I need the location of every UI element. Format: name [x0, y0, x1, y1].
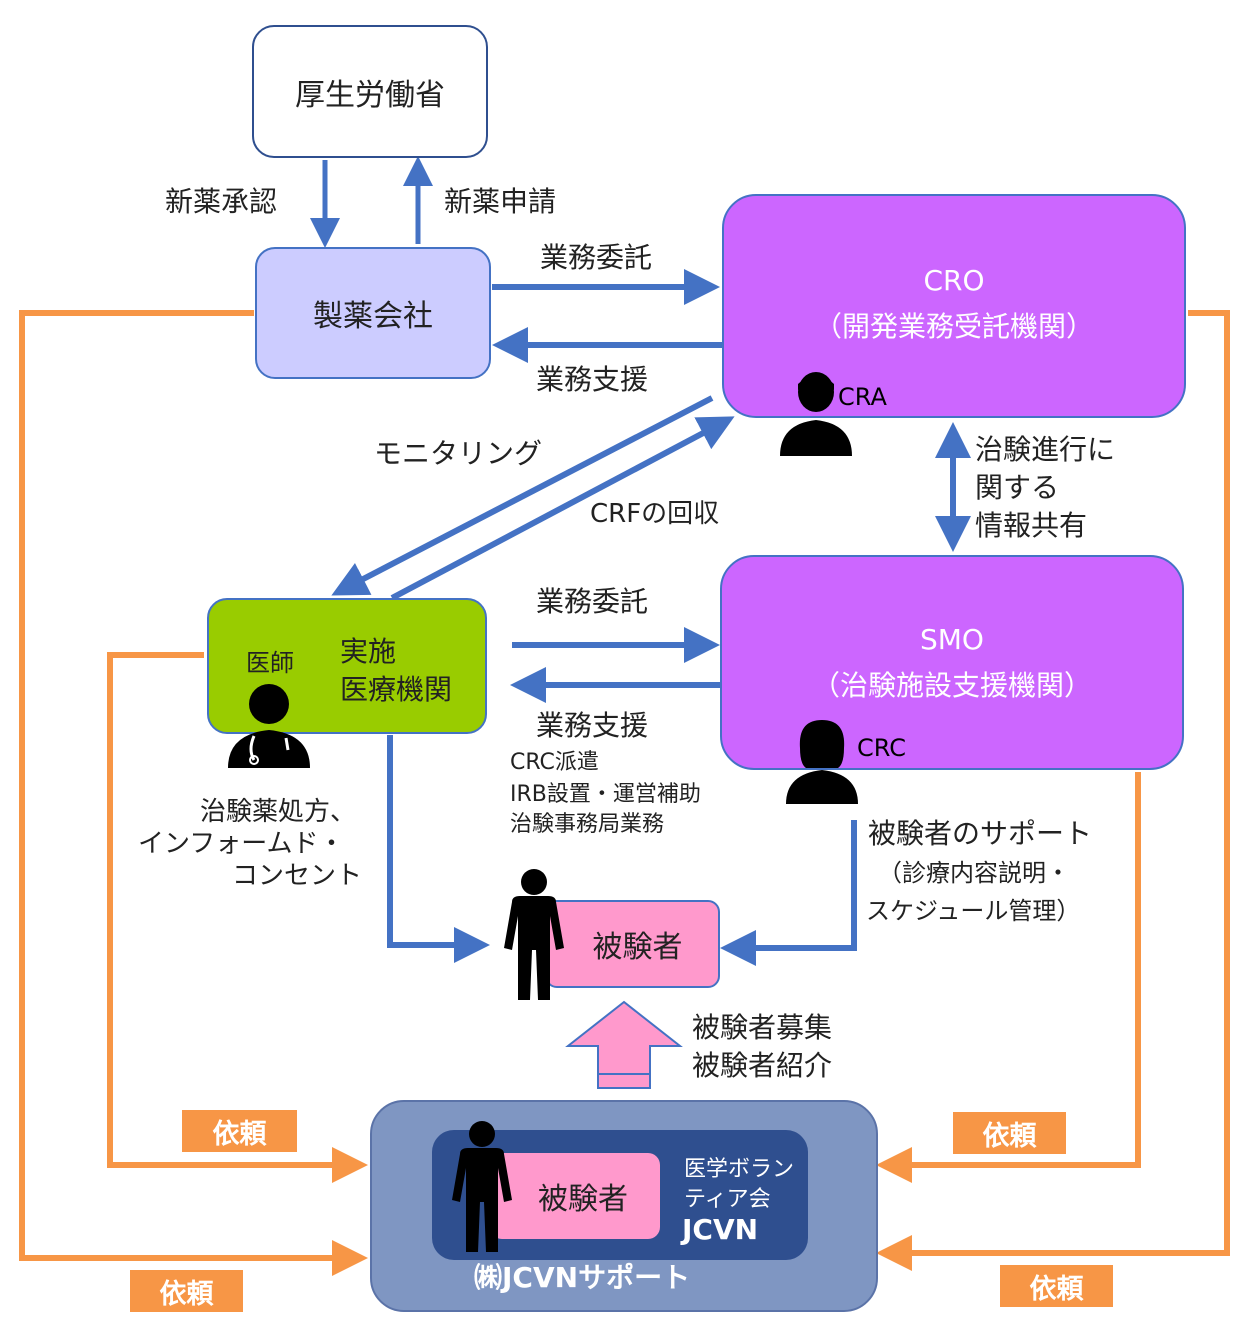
jcvn-vol-3: JCVN — [682, 1213, 759, 1246]
label-approval: 新薬承認 — [165, 185, 278, 218]
jcvn-support-label: ㈱JCVNサポート — [474, 1261, 691, 1294]
subject-person-icon — [504, 869, 564, 1000]
label-crf: CRFの回収 — [590, 499, 720, 529]
label-monitoring: モニタリング — [374, 437, 543, 470]
label-smo-subj-2: （診療内容説明・ — [878, 859, 1070, 887]
arrow-crf — [390, 416, 735, 601]
jcvn-subject-person-icon — [452, 1121, 512, 1252]
request-site — [107, 652, 368, 1183]
crc-label: CRC — [857, 734, 906, 762]
label-support-top: 業務支援 — [536, 363, 649, 396]
label-smo-subj-1: 被験者のサポート — [868, 817, 1093, 850]
node-mhlw: 厚生労働省 — [252, 25, 488, 158]
label-support-mid: 業務支援 — [536, 709, 649, 742]
node-subject: 被験者 — [545, 900, 720, 988]
label-info-3: 情報共有 — [975, 509, 1088, 542]
jcvn-vol-1: 医学ボラン — [684, 1157, 795, 1182]
site-label-1: 実施 — [340, 635, 397, 668]
jcvn-subject-label: 被験者 — [538, 1182, 628, 1217]
arrow-site-to-subject — [387, 735, 490, 963]
cro-subtitle: （開発業務受託機関） — [813, 310, 1094, 343]
node-pharma: 製薬会社 — [255, 247, 491, 379]
label-smo-subj-3: スケジュール管理） — [866, 897, 1081, 925]
node-cro: CRO （開発業務受託機関） — [722, 194, 1186, 418]
label-site-subj-1: 治験薬処方、 — [200, 797, 357, 827]
site-doctor-label: 医師 — [246, 649, 294, 677]
site-label-2: 医療機関 — [340, 673, 453, 706]
label-site-subj-3: コンセント — [232, 861, 363, 891]
arrow-recruitment — [565, 1000, 683, 1089]
doctor-person-icon — [228, 684, 310, 768]
arrow-monitoring — [331, 395, 714, 596]
request-cro — [876, 310, 1230, 1271]
node-smo: SMO （治験施設支援機関） — [720, 555, 1184, 770]
label-smo-detail-3: 治験事務局業務 — [510, 812, 665, 837]
cra-person-icon — [780, 372, 852, 456]
cro-title: CRO — [923, 264, 985, 297]
tag-request-site: 依頼 — [182, 1110, 297, 1152]
tag-request-smo: 依頼 — [953, 1112, 1066, 1154]
crc-person-icon — [786, 720, 858, 804]
label-smo-detail-1: CRC派遣 — [510, 750, 599, 775]
tag-request-cro: 依頼 — [1000, 1265, 1113, 1307]
label-recruit-2: 被験者紹介 — [692, 1049, 833, 1082]
pharma-label: 製薬会社 — [313, 299, 433, 334]
label-site-subj-2: インフォームド・ — [138, 829, 345, 859]
jcvn-vol-2: ティア会 — [684, 1187, 771, 1212]
subject-label: 被験者 — [592, 930, 683, 965]
label-info-1: 治験進行に — [975, 433, 1116, 466]
smo-subtitle: （治験施設支援機関） — [811, 669, 1092, 702]
label-info-2: 関する — [975, 471, 1060, 504]
node-jcvn-subject: 被験者 — [490, 1153, 660, 1239]
label-application: 新薬申請 — [444, 185, 557, 218]
label-recruit-1: 被験者募集 — [692, 1011, 833, 1044]
label-outsource-top: 業務委託 — [540, 241, 653, 274]
tag-request-pharma: 依頼 — [130, 1270, 243, 1312]
mhlw-label: 厚生労働省 — [295, 77, 445, 113]
smo-title: SMO — [920, 623, 984, 656]
arrow-smo-to-subject — [720, 820, 857, 966]
request-smo — [876, 772, 1141, 1183]
cra-label: CRA — [838, 383, 887, 411]
label-outsource-mid: 業務委託 — [536, 585, 649, 618]
request-pharma — [19, 310, 368, 1276]
label-smo-detail-2: IRB設置・運営補助 — [510, 782, 701, 807]
